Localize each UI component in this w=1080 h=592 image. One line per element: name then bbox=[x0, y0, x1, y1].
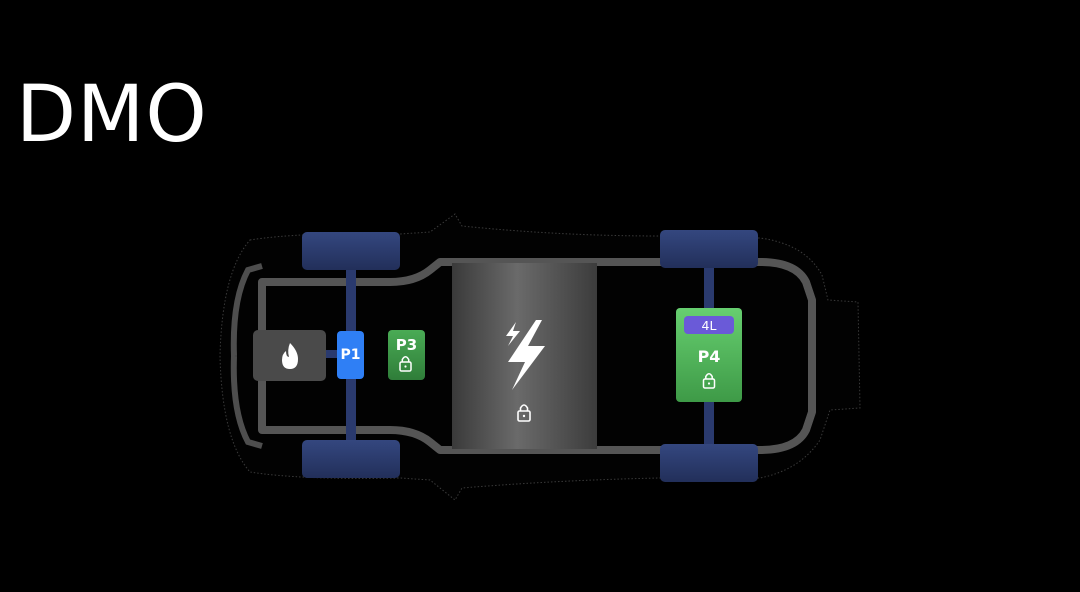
front-right-wheel bbox=[302, 440, 400, 478]
lock-icon bbox=[517, 404, 531, 422]
front-left-wheel bbox=[302, 232, 400, 270]
p3-label: P3 bbox=[396, 336, 417, 354]
p1-module bbox=[337, 331, 364, 379]
4l-badge-label: 4L bbox=[702, 318, 717, 333]
4l-badge bbox=[684, 316, 734, 334]
chassis-frame bbox=[258, 258, 816, 454]
front-bumper-top bbox=[230, 263, 263, 357]
p3-module bbox=[388, 330, 425, 380]
rear-right-wheel bbox=[660, 444, 758, 482]
lightning-bolt-icon bbox=[506, 320, 545, 390]
rear-left-wheel bbox=[660, 230, 758, 268]
flame-icon bbox=[282, 343, 298, 369]
front-bumper-bottom bbox=[230, 355, 263, 449]
p4-label: P4 bbox=[698, 347, 721, 366]
p1-label: P1 bbox=[340, 347, 360, 363]
lock-icon bbox=[702, 373, 716, 389]
page-title: DMO bbox=[16, 70, 208, 160]
lock-icon bbox=[399, 356, 412, 372]
